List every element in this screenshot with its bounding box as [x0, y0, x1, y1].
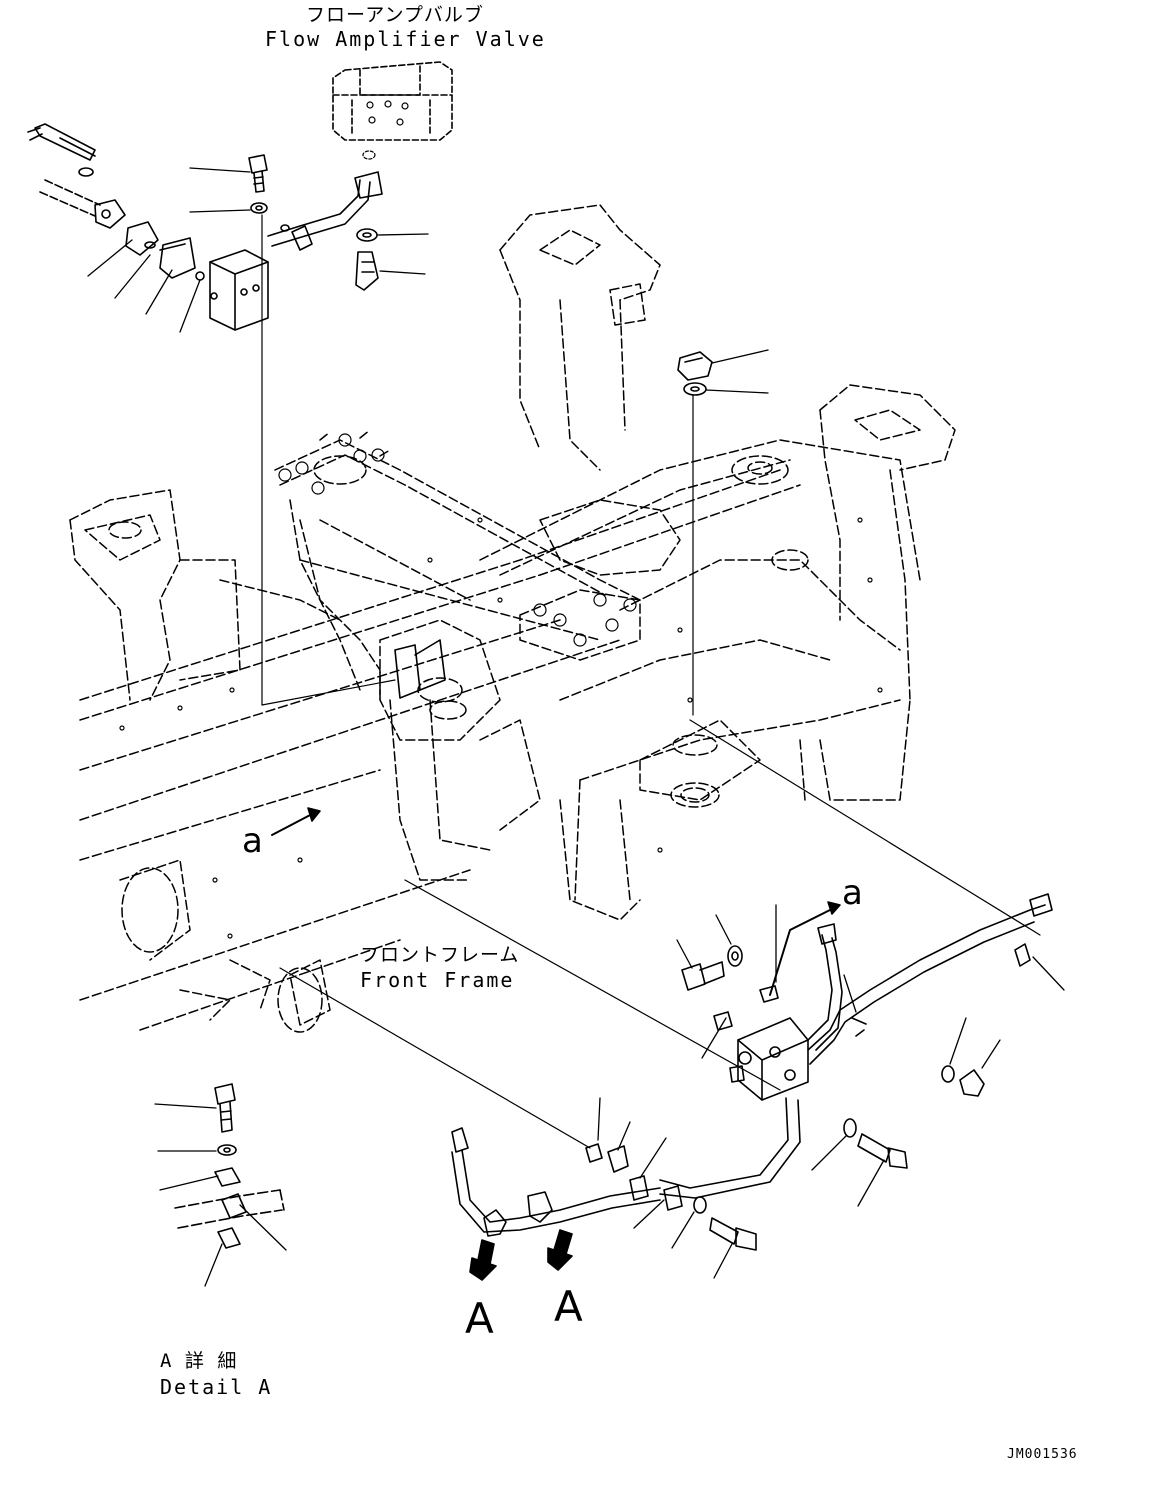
bolt-lower-right	[843, 1118, 908, 1169]
bolt-lower-left	[681, 945, 743, 991]
marker-a-right: a	[842, 873, 863, 913]
detail-label-en: Detail A	[160, 1375, 273, 1399]
leader-lines-top	[87, 167, 429, 333]
hose-right-long	[807, 893, 1053, 1065]
frame-mounted-valve	[394, 639, 446, 699]
marker-a-left: a	[242, 821, 263, 861]
top-left-hose-assembly	[27, 123, 205, 281]
guide-lines	[261, 214, 1041, 1149]
view-arrow-a-right	[547, 1229, 573, 1271]
front-frame-body	[69, 204, 956, 1033]
flow-amplifier-label-jp: フローアンプバルブ	[306, 4, 484, 26]
detail-a-bolt	[214, 1083, 237, 1156]
lower-right-valve	[729, 1017, 809, 1101]
lower-bolt-top	[355, 228, 379, 291]
detail-label-jp: A 詳 細	[160, 1350, 238, 1372]
flow-amplifier-valve-body	[332, 61, 453, 141]
view-arrow-a-left	[469, 1239, 497, 1281]
detail-a-hose	[174, 1189, 285, 1229]
front-frame-label-en: Front Frame	[360, 968, 515, 992]
drawing-code: JM001536	[1007, 1447, 1078, 1462]
detail-a-leaders	[154, 1103, 287, 1287]
frame-bolts	[119, 433, 883, 939]
steel-pipe-upper	[267, 171, 383, 251]
view-a-label-right: A	[554, 1282, 583, 1331]
front-frame-label-jp: フロントフレーム	[360, 944, 520, 966]
flow-amplifier-label-en: Flow Amplifier Valve	[265, 27, 546, 51]
hose-left-lower	[659, 1097, 801, 1199]
bolt-bottom-center	[693, 1196, 757, 1251]
hose-detail-curve	[451, 1127, 661, 1233]
clip-right	[713, 943, 1031, 1037]
bolt-top	[248, 154, 268, 214]
hose-right-upper	[807, 923, 843, 1051]
flow-amplifier-ports	[362, 100, 409, 160]
view-a-label-left: A	[465, 1294, 494, 1343]
marker-a-left-arrow	[271, 807, 321, 836]
leader-lines-lower	[597, 904, 1065, 1279]
marker-a-right-arrow	[769, 901, 841, 996]
nut-washer-right	[941, 1065, 985, 1097]
nut-washer-top-right	[677, 349, 769, 396]
detail-a-clamps	[214, 1167, 247, 1249]
valve-block-left	[209, 249, 269, 331]
